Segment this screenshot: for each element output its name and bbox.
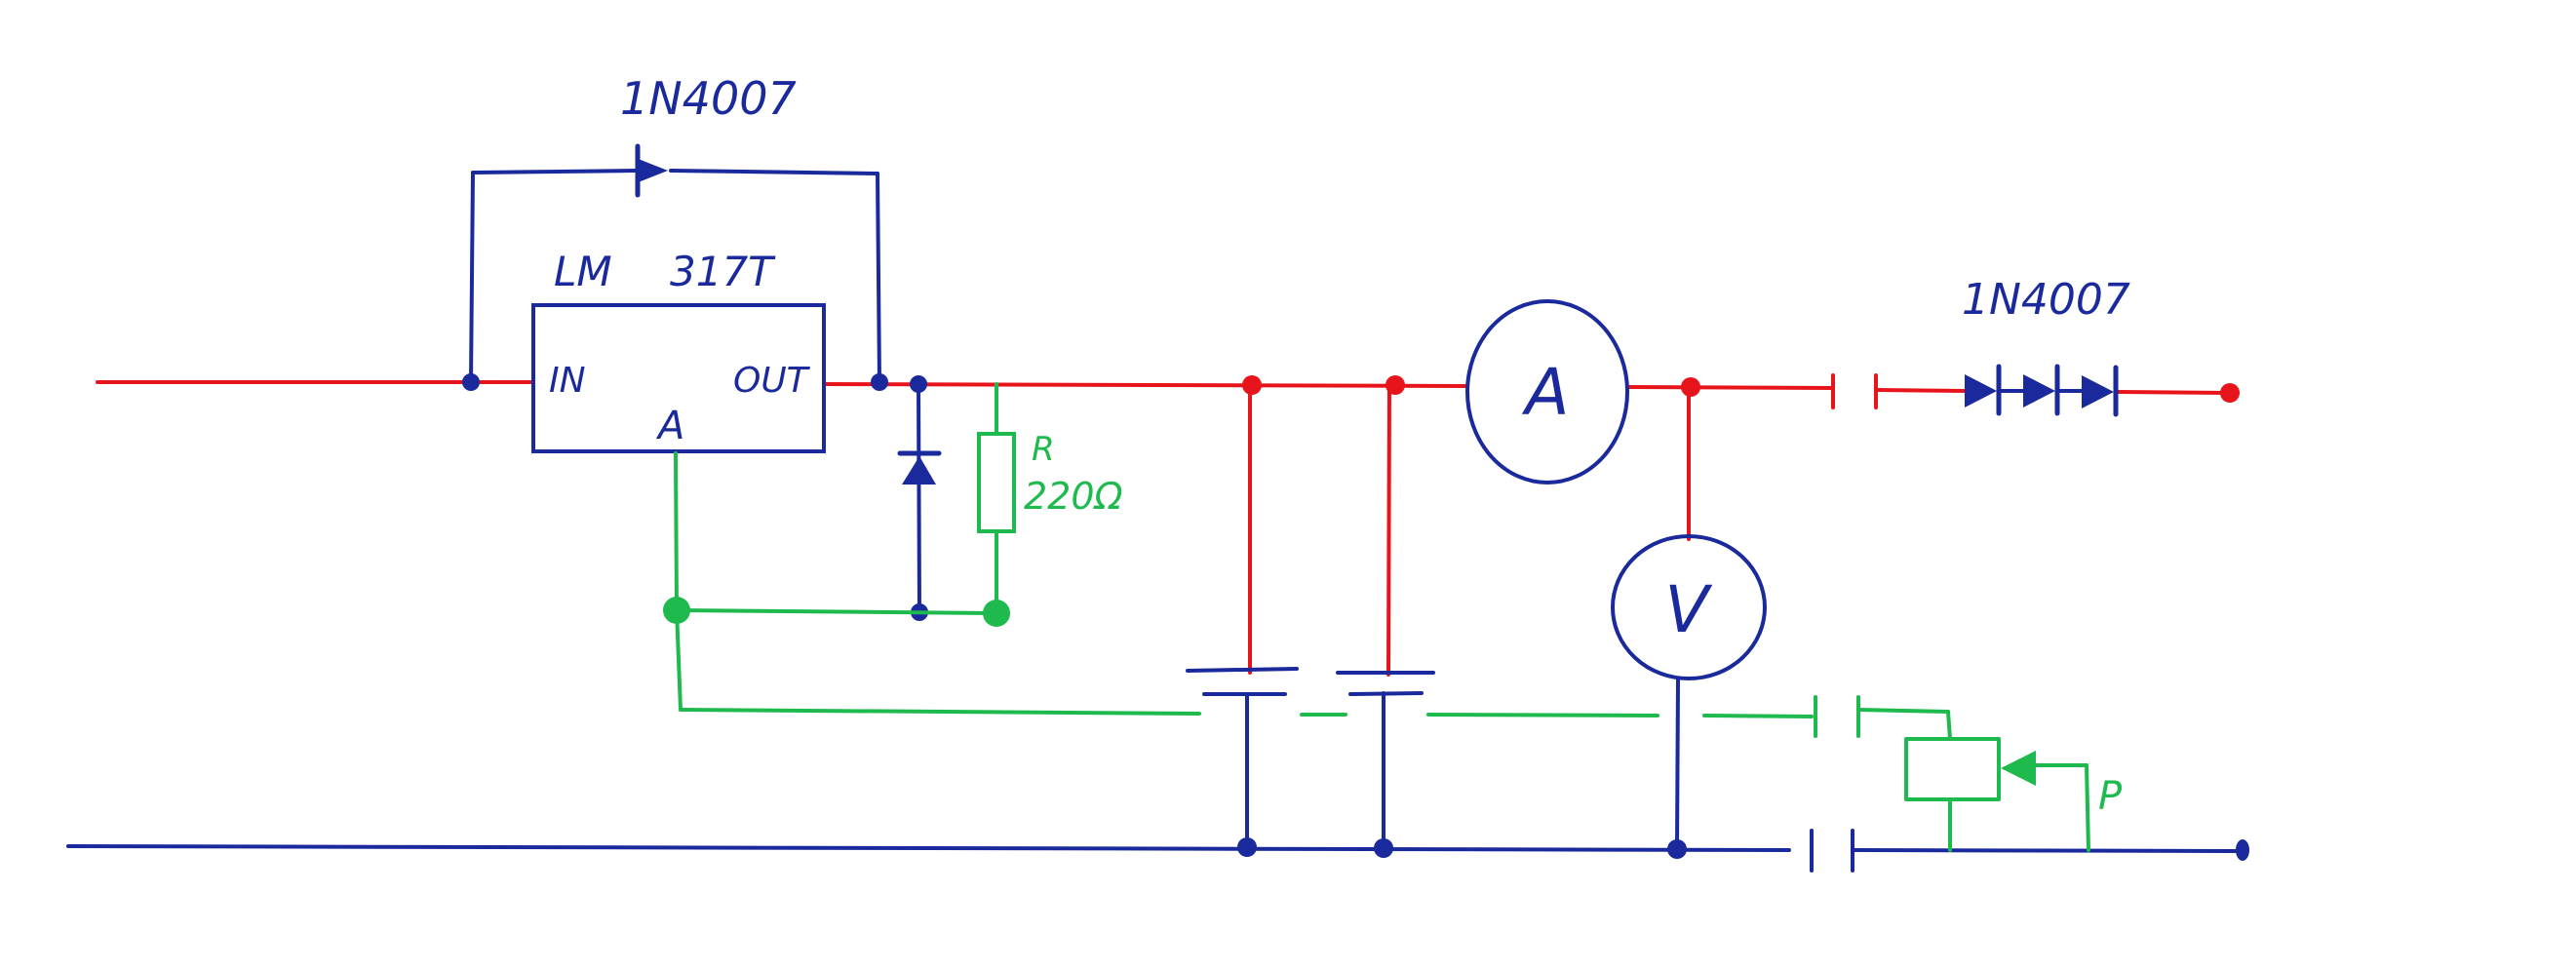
regulator-part: 317T — [670, 248, 776, 295]
voltmeter — [1611, 534, 1767, 851]
diode-top-label: 1N4007 — [620, 72, 797, 125]
diode-string — [1965, 364, 2119, 417]
pot-label: P — [2098, 774, 2123, 819]
regulator-body — [531, 303, 826, 453]
resistor-name: R — [1032, 430, 1055, 469]
bypass-diode-symbol — [635, 143, 668, 198]
ammeter — [1465, 299, 1629, 485]
resistor-value: 220Ω — [1024, 475, 1123, 518]
ground-rail — [66, 844, 2246, 853]
ammeter-label: A — [1521, 355, 1569, 430]
bypass-loop — [469, 169, 881, 384]
pin-in-label: IN — [549, 361, 586, 401]
diode-string-label: 1N4007 — [1962, 275, 2130, 325]
output-terminal-adjust — [1814, 695, 1860, 738]
adjust-junctions — [663, 597, 1010, 627]
capacitor-1 — [1186, 667, 1299, 849]
pin-out-label: OUT — [733, 361, 811, 401]
bypass-junctions — [462, 373, 888, 391]
output-terminal-positive — [1831, 373, 1878, 409]
voltmeter-label: V — [1664, 572, 1712, 647]
potentiometer-p — [1856, 708, 2090, 852]
pin-adj-label: A — [655, 404, 684, 448]
potentiometer-wiper — [2001, 751, 2036, 786]
adjust-network — [674, 382, 1814, 718]
capacitor-2 — [1336, 671, 1435, 850]
protection-diode — [897, 375, 942, 621]
resistor-r — [977, 432, 1016, 533]
regulator-name: LM — [554, 248, 612, 295]
positive-rail-junctions — [1242, 375, 2240, 403]
positive-rail — [96, 380, 2230, 677]
output-terminal-ground — [1810, 829, 1854, 873]
